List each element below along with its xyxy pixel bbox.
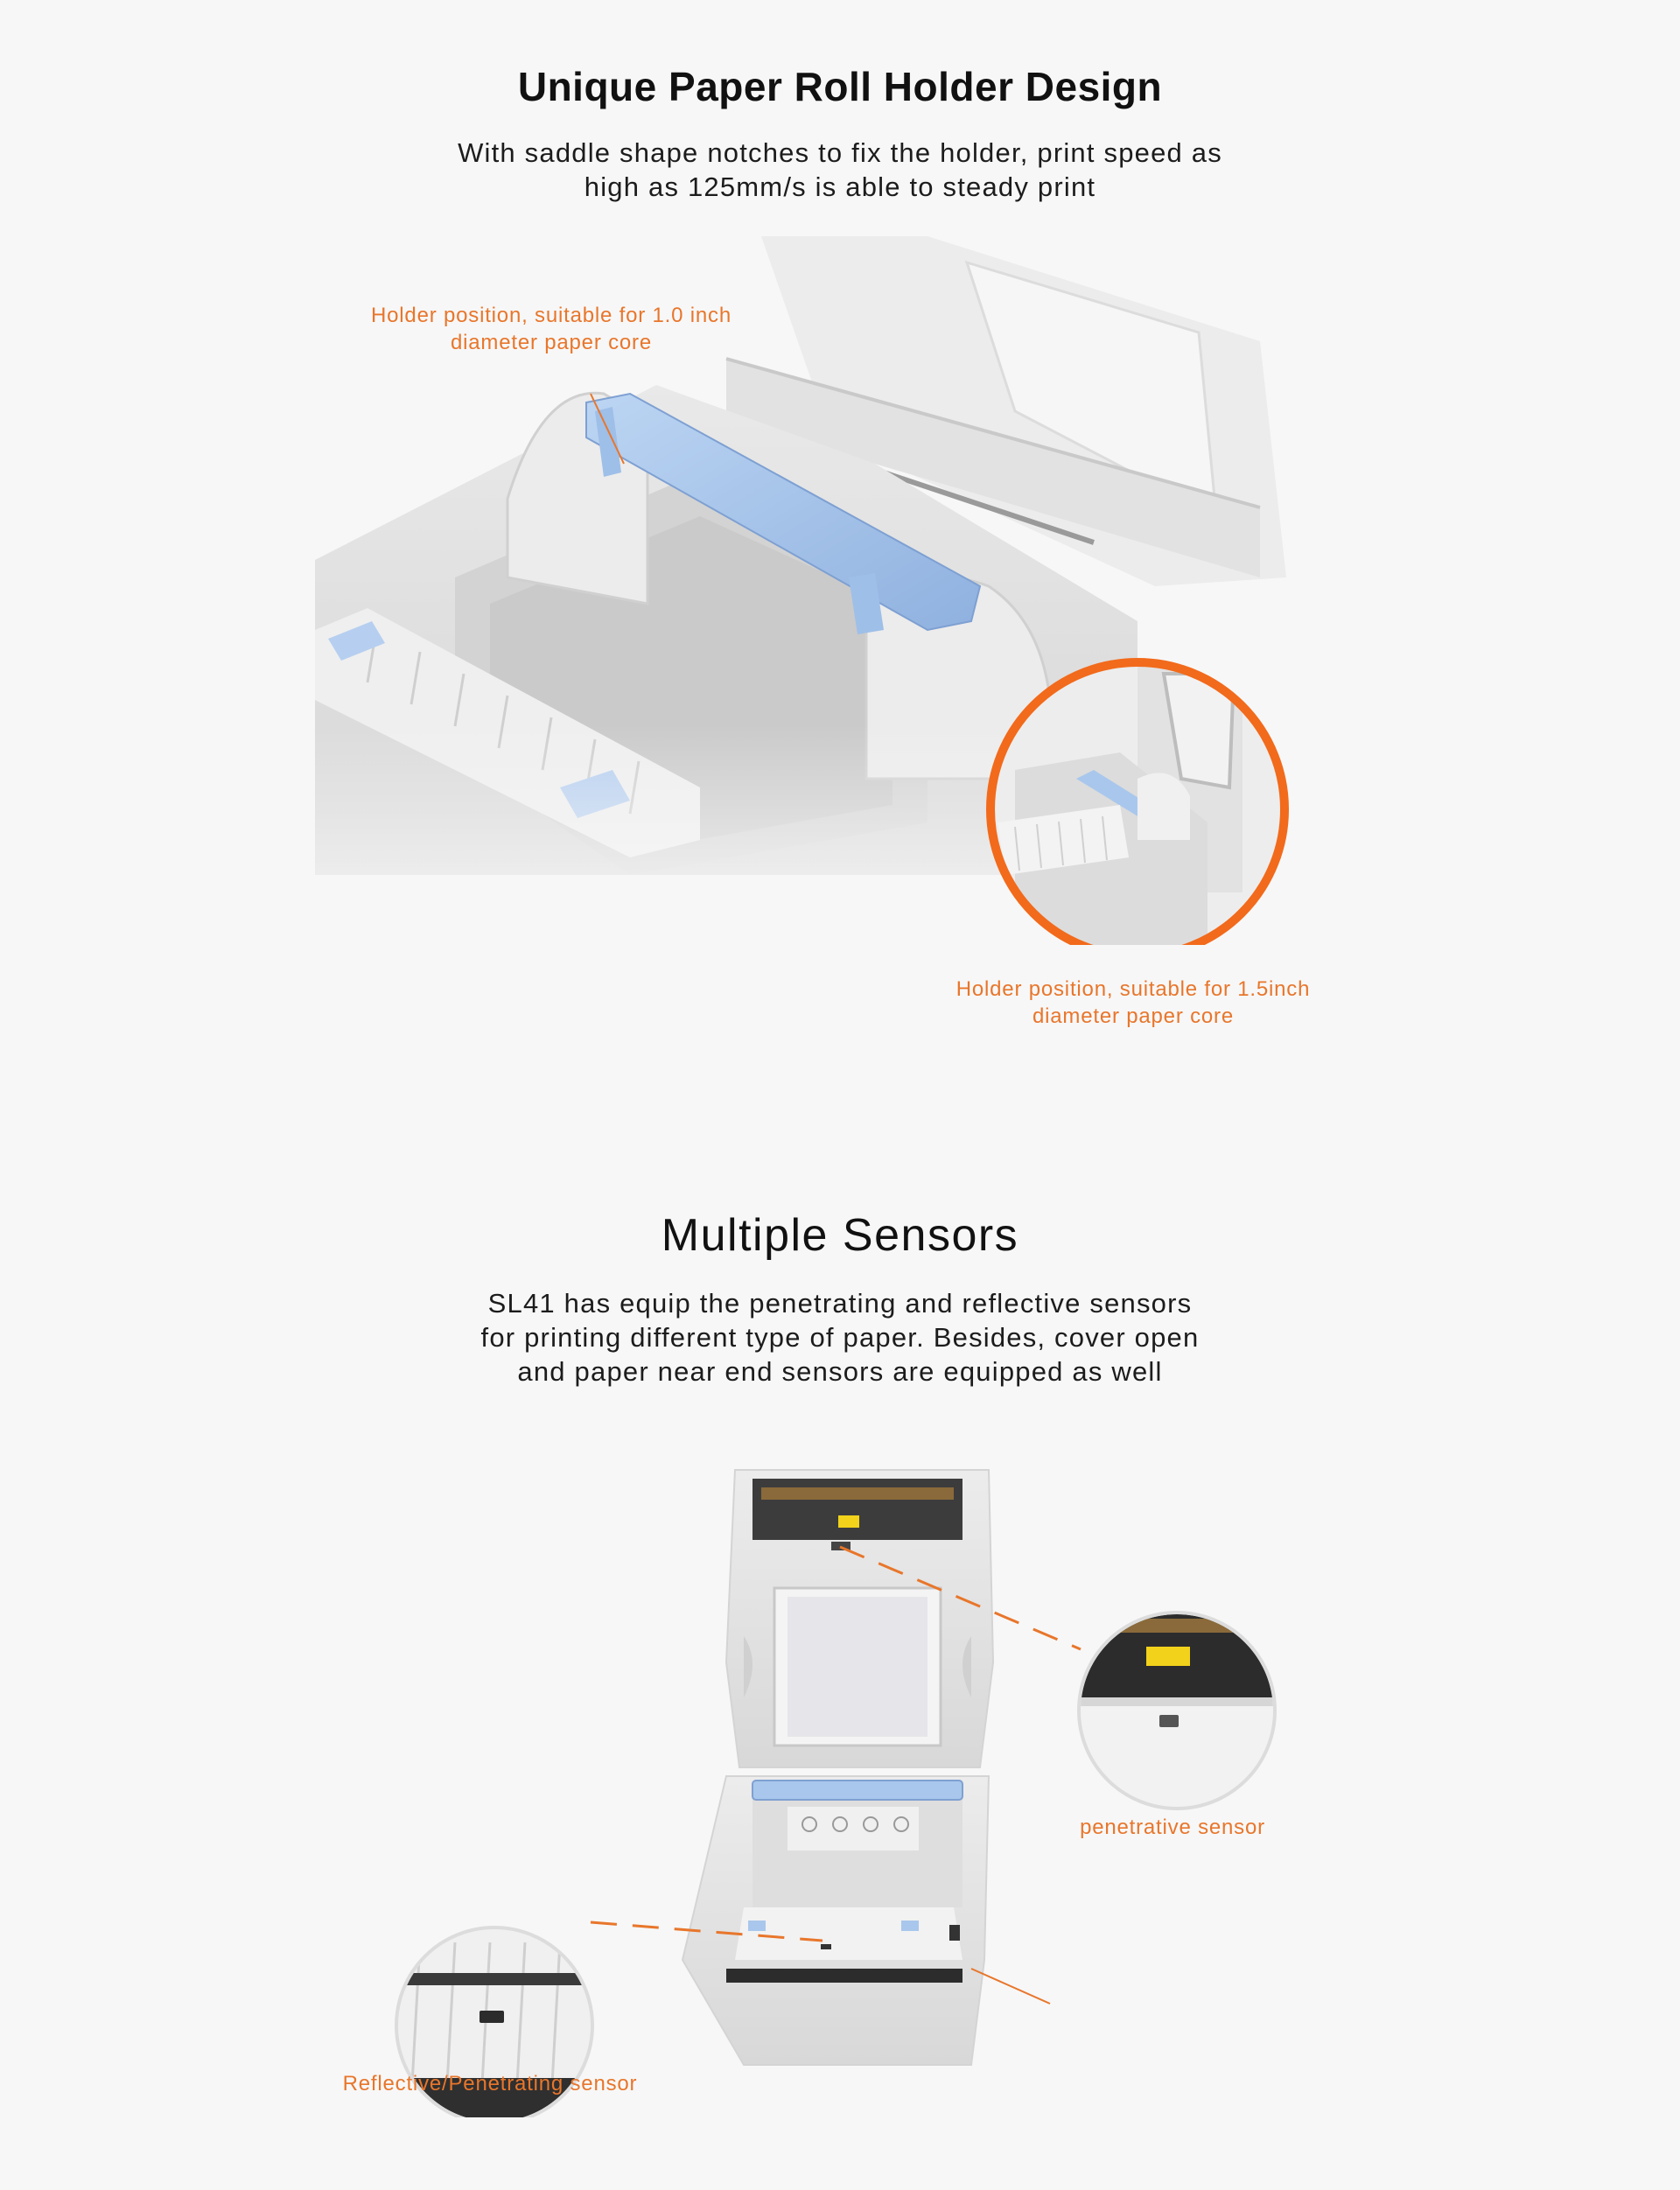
label-reflective-sensor: Reflective/Penetrating sensor <box>342 2072 638 2096</box>
inset-highlight-circle <box>986 658 1289 945</box>
callout-1-5-inch-core: Holder position, suitable for 1.5inch di… <box>928 976 1339 1030</box>
paper-roll-holder-photo <box>0 210 1680 945</box>
callout-1-5-inch-line2: diameter paper core <box>1032 1004 1234 1028</box>
section2-title: Multiple Sensors <box>661 1210 1019 1261</box>
section1-description: With saddle shape notches to fix the hol… <box>0 136 1680 204</box>
section1-title: Unique Paper Roll Holder Design <box>517 64 1163 109</box>
section2-desc-line3: and paper near end sensors are equipped … <box>517 1356 1163 1387</box>
section2-desc-line2: for printing different type of paper. Be… <box>480 1322 1200 1353</box>
callout-1-inch-core: Holder position, suitable for 1.0 inch d… <box>341 302 761 356</box>
label-penetrative-sensor: penetrative sensor <box>1080 1816 1265 1839</box>
callout-1-inch-line2: diameter paper core <box>451 331 652 354</box>
section2-desc-line1: SL41 has equip the penetrating and refle… <box>487 1288 1193 1319</box>
section1-desc-line1: With saddle shape notches to fix the hol… <box>458 137 1222 168</box>
callout-1-5-inch-line1: Holder position, suitable for 1.5inch <box>956 977 1311 1001</box>
sensor-printer-photo <box>0 1452 1680 2117</box>
callout-1-inch-line1: Holder position, suitable for 1.0 inch <box>371 304 732 327</box>
section2-description: SL41 has equip the penetrating and refle… <box>0 1286 1680 1389</box>
section1-desc-line2: high as 125mm/s is able to steady print <box>584 171 1096 202</box>
